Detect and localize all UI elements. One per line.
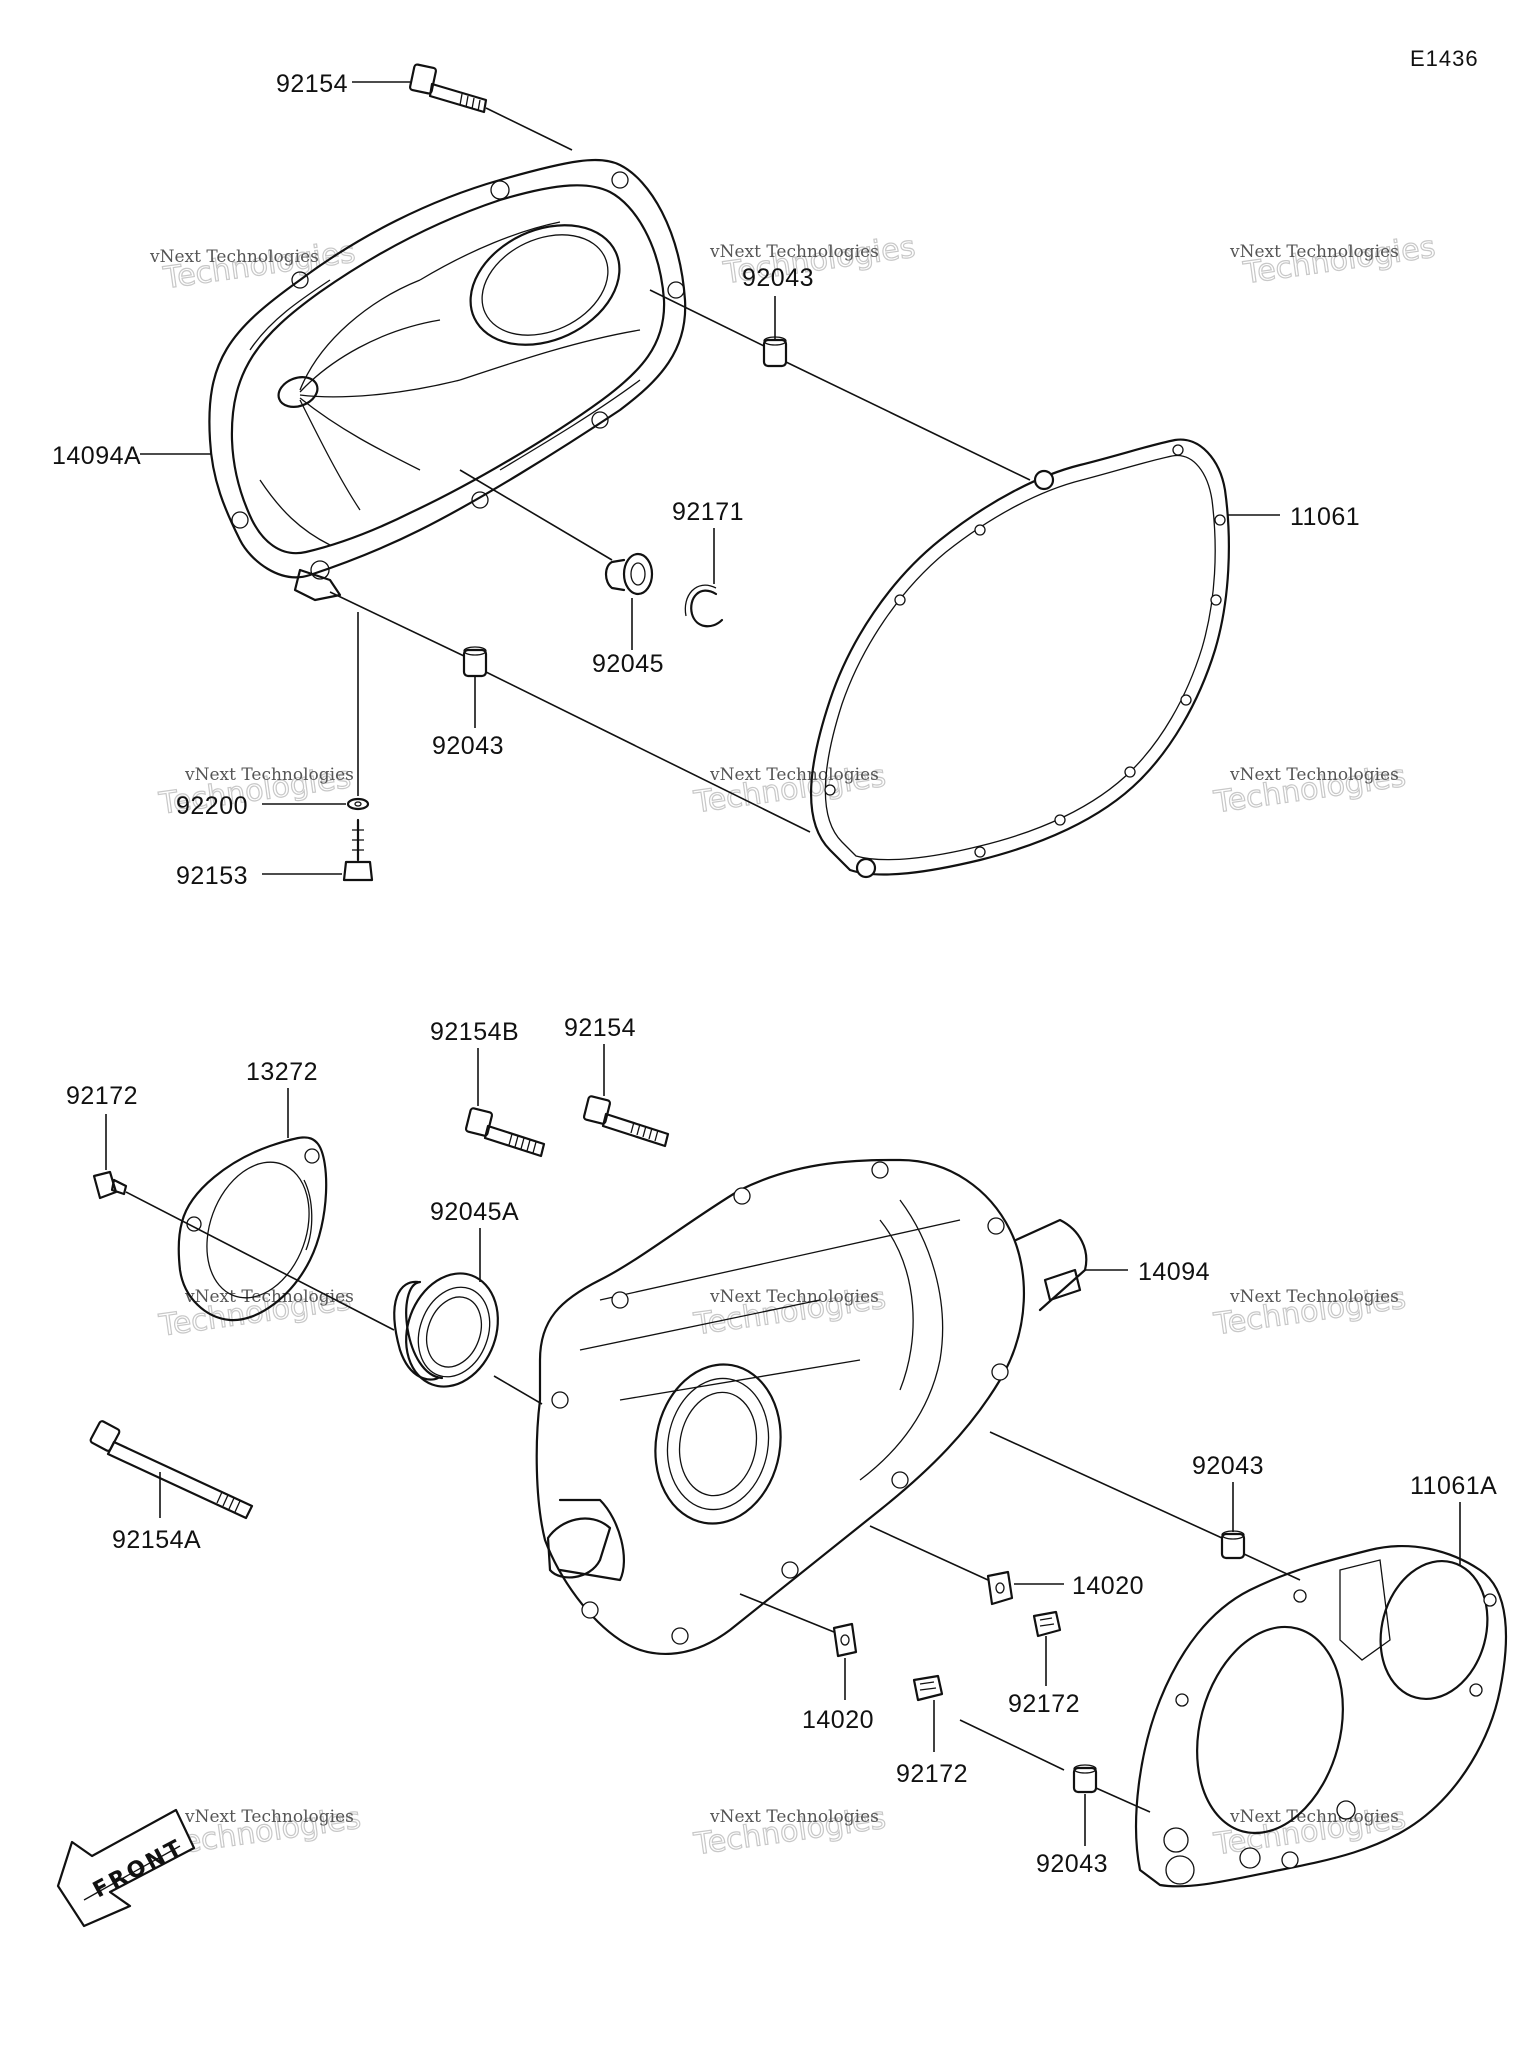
- cover-14094A: [208, 158, 687, 602]
- svg-text:vNext Technologies: vNext Technologies: [1229, 1807, 1399, 1827]
- label-92172-c: 92172: [896, 1760, 968, 1788]
- label-92043-c: 92043: [1192, 1452, 1264, 1480]
- label-92043-d: 92043: [1036, 1850, 1108, 1878]
- tab-14020-a: [986, 1570, 1014, 1606]
- label-14020-b: 14020: [802, 1706, 874, 1734]
- plate-13272: [177, 1136, 328, 1322]
- label-11061: 11061: [1290, 503, 1360, 531]
- bolt-92154-mid: [582, 1095, 670, 1148]
- tab-14020-b: [832, 1622, 858, 1658]
- label-92171: 92171: [672, 498, 744, 526]
- front-arrow: FRONT: [56, 1808, 196, 1928]
- label-14094: 14094: [1138, 1258, 1210, 1286]
- label-92154-top: 92154: [276, 70, 348, 98]
- watermark: Technologies vNext Technologies: [1211, 758, 1409, 821]
- watermark: Technologies vNext Technologies: [166, 1800, 364, 1863]
- label-92172-b: 92172: [1008, 1690, 1080, 1718]
- watermark: Technologies vNext Technologies: [1229, 229, 1438, 292]
- screw-92172-b: [1032, 1610, 1062, 1638]
- gasket-11061A: [1134, 1544, 1508, 1888]
- svg-text:vNext Technologies: vNext Technologies: [709, 242, 879, 262]
- circlip-92171: [684, 584, 724, 628]
- bearing-92045A: [393, 1272, 499, 1388]
- label-92045A: 92045A: [430, 1198, 519, 1226]
- svg-text:vNext Technologies: vNext Technologies: [709, 765, 879, 785]
- label-92154B: 92154B: [430, 1018, 519, 1046]
- screw-92172-c: [912, 1674, 944, 1702]
- dowel-92043-c: [1220, 1530, 1246, 1560]
- label-14094A: 14094A: [52, 442, 141, 470]
- bolt-92154-top: [408, 63, 488, 114]
- label-92043-b: 92043: [432, 732, 504, 760]
- bolt-92154A: [89, 1420, 254, 1520]
- screw-92172-left: [92, 1170, 128, 1200]
- dowel-92043-d: [1072, 1764, 1098, 1794]
- watermark: Technologies vNext Technologies: [156, 760, 354, 823]
- dowel-92043-b: [462, 646, 488, 678]
- cover-14094: [535, 1158, 1088, 1655]
- diagram-code: E1436: [1410, 46, 1479, 71]
- label-11061A: 11061A: [1410, 1472, 1497, 1500]
- label-92045: 92045: [592, 650, 664, 678]
- washer-92200: [346, 797, 370, 811]
- bolt-92153: [342, 818, 374, 882]
- label-13272: 13272: [246, 1058, 318, 1086]
- dowel-92043-a: [762, 336, 788, 368]
- label-14020-a: 14020: [1072, 1572, 1144, 1600]
- watermark: Technologies vNext Technologies: [1211, 1280, 1409, 1343]
- svg-text:vNext Technologies: vNext Technologies: [1229, 765, 1399, 785]
- svg-text:vNext Technologies: vNext Technologies: [1229, 242, 1399, 262]
- label-92043-a: 92043: [742, 264, 814, 292]
- watermark: Technologies vNext Technologies: [691, 1280, 889, 1343]
- bearing-92045: [604, 552, 654, 596]
- svg-text:vNext Technologies: vNext Technologies: [184, 765, 354, 785]
- label-92154-mid: 92154: [564, 1014, 636, 1042]
- label-92172-left: 92172: [66, 1082, 138, 1110]
- watermark: Technologies vNext Technologies: [691, 758, 889, 821]
- svg-text:vNext Technologies: vNext Technologies: [1229, 1287, 1399, 1307]
- label-92200: 92200: [176, 792, 248, 820]
- svg-text:vNext Technologies: vNext Technologies: [149, 247, 319, 267]
- svg-text:vNext Technologies: vNext Technologies: [184, 1807, 354, 1827]
- gasket-11061: [809, 438, 1230, 879]
- watermark: Technologies vNext Technologies: [691, 1800, 889, 1863]
- label-92154A: 92154A: [112, 1526, 201, 1554]
- svg-text:vNext Technologies: vNext Technologies: [709, 1807, 879, 1827]
- watermarks: Technologies vNext Technologies Technolo…: [149, 229, 1438, 1863]
- bolt-92154B: [464, 1107, 546, 1158]
- label-92153: 92153: [176, 862, 248, 890]
- svg-text:vNext Technologies: vNext Technologies: [709, 1287, 879, 1307]
